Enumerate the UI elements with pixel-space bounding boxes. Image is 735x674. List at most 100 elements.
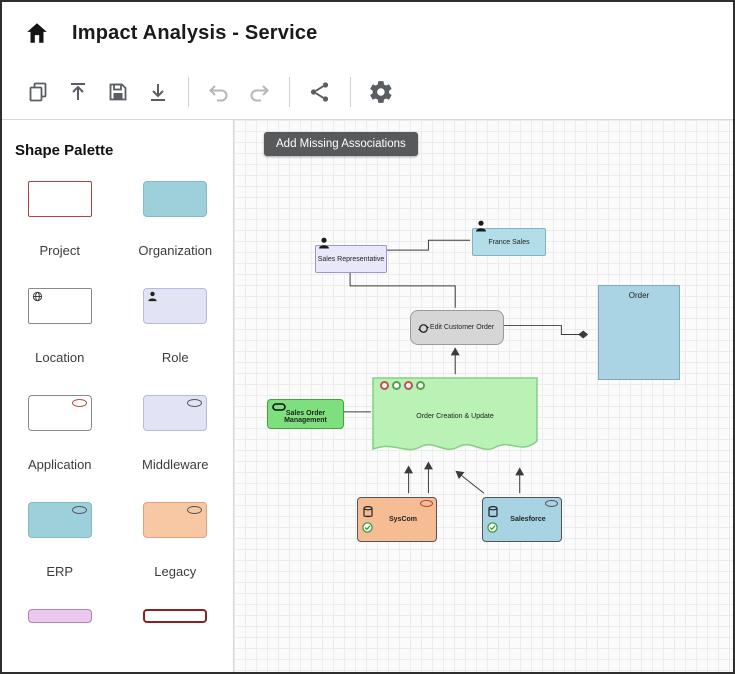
settings-icon: [370, 80, 392, 103]
application-ellipse-icon: [545, 500, 558, 507]
node-edit-customer-order[interactable]: Edit Customer Order: [410, 310, 504, 345]
palette-grid: Project Organization Location: [2, 181, 233, 653]
partial-shape: [143, 609, 208, 623]
toolbar-separator: [289, 76, 290, 107]
application-ellipse-icon: [187, 506, 203, 514]
node-sales-representative[interactable]: Sales Representative: [315, 237, 387, 273]
node-label: Edit Customer Order: [429, 324, 495, 331]
palette-item-label: ERP: [46, 564, 74, 579]
copy-icon: [29, 82, 47, 101]
home-icon: [27, 23, 47, 43]
toolbar: [2, 64, 733, 120]
status-error-icon: [380, 381, 389, 390]
connector-salesforce-ocu-1: [455, 470, 485, 494]
database-icon: [362, 506, 373, 518]
application-shape: [27, 395, 92, 431]
node-label: Salesforce: [510, 516, 546, 523]
node-label: Order: [628, 291, 650, 300]
node-side-icons: [487, 506, 498, 533]
partial-shape: [27, 609, 92, 623]
palette-item-label: Project: [39, 243, 80, 258]
legacy-shape: [143, 502, 208, 538]
node-label: Order Creation & Update: [416, 413, 494, 420]
middleware-shape: [143, 395, 208, 431]
process-icon: [417, 324, 430, 333]
application-ellipse-icon: [71, 506, 87, 514]
share-icon: [310, 81, 329, 102]
palette-item-label: Organization: [138, 243, 213, 258]
node-syscom[interactable]: SysCom: [357, 497, 437, 542]
palette-item-role[interactable]: Role: [143, 288, 208, 365]
toolbar-separator: [188, 76, 189, 107]
status-icons: [380, 381, 425, 390]
status-ok-icon: [416, 381, 425, 390]
palette-item-location[interactable]: Location: [27, 288, 92, 365]
add-missing-associations-button[interactable]: Add Missing Associations: [264, 132, 418, 156]
palette-item-partial-1[interactable]: [27, 609, 92, 623]
home-button[interactable]: [20, 16, 54, 50]
page-title: Impact Analysis - Service: [72, 21, 318, 44]
person-icon: [319, 237, 329, 249]
node-sales-order-management[interactable]: Sales Order Management: [267, 399, 344, 429]
save-button[interactable]: [98, 74, 138, 110]
undo-button[interactable]: [199, 74, 239, 110]
node-label: France Sales: [488, 238, 530, 246]
check-circle-icon: [362, 522, 373, 533]
node-side-icons: [362, 506, 373, 533]
node-salesforce[interactable]: Salesforce: [482, 497, 562, 542]
toolbar-separator: [350, 76, 351, 107]
service-icon: [272, 403, 286, 411]
share-button[interactable]: [300, 74, 340, 110]
node-label: Sales Order Management: [284, 410, 327, 424]
copy-button[interactable]: [18, 74, 58, 110]
location-shape: [27, 288, 92, 324]
upload-button[interactable]: [58, 74, 98, 110]
header: Impact Analysis - Service: [2, 2, 733, 64]
status-ok-icon: [392, 381, 401, 390]
save-icon: [109, 83, 127, 100]
content-area: Shape Palette Project Organization: [2, 120, 733, 672]
erp-shape: [27, 502, 92, 538]
application-ellipse-icon: [71, 399, 87, 407]
palette-item-legacy[interactable]: Legacy: [143, 502, 208, 579]
connector-francesales-salesrep: [385, 239, 471, 251]
palette-item-organization[interactable]: Organization: [138, 181, 212, 258]
person-icon: [476, 220, 486, 232]
download-button[interactable]: [138, 74, 178, 110]
redo-icon: [250, 84, 269, 101]
database-icon: [487, 506, 498, 518]
palette-item-application[interactable]: Application: [27, 395, 92, 472]
palette-item-label: Role: [161, 350, 189, 365]
upload-icon: [71, 82, 85, 100]
role-shape: [143, 288, 208, 324]
palette-item-partial-2[interactable]: [143, 609, 208, 623]
check-circle-icon: [487, 522, 498, 533]
palette-item-project[interactable]: Project: [27, 181, 92, 258]
palette-title: Shape Palette: [15, 142, 114, 159]
palette-item-label: Legacy: [154, 564, 197, 579]
organization-shape: [143, 181, 208, 217]
diagram-canvas[interactable]: Add Missing Associations Sales Represent…: [234, 120, 733, 672]
palette-item-label: Middleware: [142, 457, 209, 472]
node-france-sales[interactable]: France Sales: [472, 220, 546, 256]
settings-button[interactable]: [361, 74, 401, 110]
palette-item-middleware[interactable]: Middleware: [142, 395, 208, 472]
node-label: Sales Representative: [317, 255, 385, 263]
palette-item-label: Application: [27, 457, 92, 472]
undo-icon: [209, 84, 228, 101]
connector-editorder-order: [501, 325, 589, 339]
person-icon: [148, 291, 157, 302]
palette-item-erp[interactable]: ERP: [27, 502, 92, 579]
node-order-creation-update[interactable]: Order Creation & Update: [372, 377, 538, 461]
project-shape: [27, 181, 92, 217]
download-icon: [151, 83, 165, 101]
redo-button[interactable]: [239, 74, 279, 110]
application-ellipse-icon: [420, 500, 433, 507]
connector-salesrep-editorder: [349, 271, 456, 308]
node-label: SysCom: [388, 516, 417, 523]
status-error-icon: [404, 381, 413, 390]
shape-palette: Shape Palette Project Organization: [2, 120, 234, 672]
node-order[interactable]: Order: [598, 285, 680, 380]
application-ellipse-icon: [187, 399, 203, 407]
